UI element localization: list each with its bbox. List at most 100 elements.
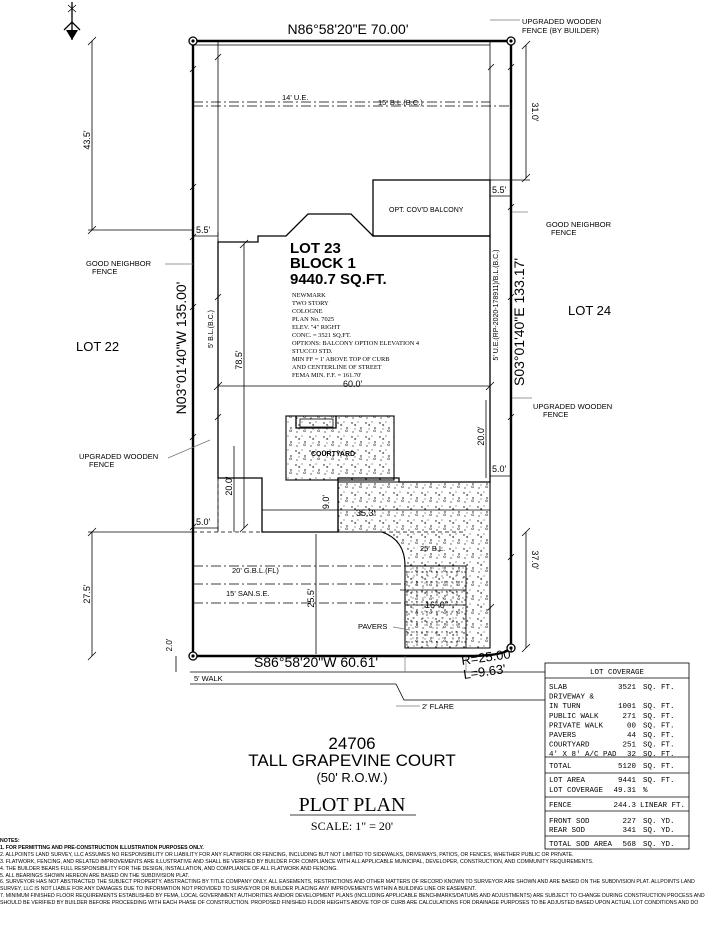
coverage-total-value: 5120 xyxy=(618,763,637,771)
coverage-row-unit: SQ. FT. xyxy=(643,684,675,692)
south-bearing: S86°58'20"W 60.61' xyxy=(254,654,378,670)
notes-block: NOTES: 1. FOR PERMITTING AND PRE-CONSTRU… xyxy=(0,838,727,907)
lot-boundary xyxy=(188,36,516,661)
adjacent-lot-left: LOT 22 xyxy=(76,339,119,354)
note-line: 3. FLATWORK, FENCING, AND RELATED IMPROV… xyxy=(0,858,594,865)
address-row: (50' R.O.W.) xyxy=(316,770,387,785)
coverage-total-unit: SQ. FT. xyxy=(643,763,675,771)
house-info-line: AND CENTERLINE OF STREET xyxy=(292,364,382,371)
house-info-line: PLAN No. 7025 xyxy=(292,316,334,323)
plot-plan-scale: SCALE: 1" = 20' xyxy=(311,819,393,833)
sod-total-label: TOTAL SOD AREA xyxy=(549,841,613,849)
dim-5-0-right: 5.0' xyxy=(492,464,507,474)
pavers-label: PAVERS xyxy=(358,622,387,631)
block-title: BLOCK 1 xyxy=(290,255,356,272)
house-info-line: OPTIONS: BALCONY OPTION ELEVATION 4 xyxy=(292,340,420,347)
upgraded-left-2: FENCE xyxy=(89,460,114,469)
rear-sod-value: 341 xyxy=(622,827,636,835)
house-info: NEWMARK TWO STORY COLOGNE PLAN No. 7025 … xyxy=(292,292,420,379)
note-line: 1. FOR PERMITTING AND PRE-CONSTRUCTION I… xyxy=(0,844,204,851)
lot-coverage-unit: % xyxy=(643,787,648,795)
house-info-line: NEWMARK xyxy=(292,292,326,299)
coverage-header: LOT COVERAGE xyxy=(590,669,645,677)
note-line: 4. THE BUILDER BEARS FULL RESPONSIBILITY… xyxy=(0,865,338,872)
note-line: 2. ALLPOINTS LAND SURVEY, LLC ASSUMES NO… xyxy=(0,851,574,858)
coverage-row-value: 271 xyxy=(622,713,636,721)
coverage-row-value: 3521 xyxy=(618,684,637,692)
east-bearing: S03°01'40"E 133.17' xyxy=(511,258,527,386)
dim-20-0-right: 20.0' xyxy=(476,426,486,446)
plot-plan-title: PLOT PLAN xyxy=(299,794,406,816)
lot-coverage-label: LOT COVERAGE xyxy=(549,787,604,795)
coverage-row-label: 4' X 8' A/C PAD xyxy=(549,751,617,759)
notes-header: NOTES: xyxy=(0,838,20,844)
front-sod-value: 227 xyxy=(622,818,636,826)
good-neighbor-left-2: FENCE xyxy=(92,267,117,276)
dim-78-5: 78.5' xyxy=(234,350,244,370)
house-info-line: COLOGNE xyxy=(292,308,323,315)
balcony-label: OPT. COV'D BALCONY xyxy=(389,207,464,214)
sod-total-unit: SQ. YD. xyxy=(643,841,675,849)
west-bearing: N03°01'40"W 135.00' xyxy=(173,282,189,415)
dim-25-5: 25.5' xyxy=(306,588,316,608)
lot-area-value: 9441 xyxy=(618,777,637,785)
dim-16-0: 16'-0" xyxy=(425,600,448,610)
coverage-row-value: 1001 xyxy=(618,703,637,711)
lot-area-label: LOT AREA xyxy=(549,777,586,785)
flare-label: 2' FLARE xyxy=(422,702,454,711)
coverage-row-value: 32 xyxy=(627,751,636,759)
san-15-label: 15' SAN.S.E. xyxy=(226,589,270,598)
coverage-summary: TOTAL 5120 SQ. FT. LOT AREA 9441 SQ. FT.… xyxy=(549,763,685,849)
house-info-line: TWO STORY xyxy=(292,300,329,307)
fence-top-label-1: UPGRADED WOODEN xyxy=(522,17,601,26)
fence-unit: LINEAR FT. xyxy=(640,802,685,810)
dim-37-0: 37.0' xyxy=(530,550,540,570)
address-street: TALL GRAPEVINE COURT xyxy=(248,751,456,770)
dim-5-5-left: 5.5' xyxy=(196,225,211,235)
address-number: 24706 xyxy=(328,734,375,753)
good-neighbor-right-2: FENCE xyxy=(551,228,576,237)
note-line: SHOULD BE VERIFIED BY BUILDER BEFORE PRO… xyxy=(0,900,699,907)
lot-coverage-table: LOT COVERAGE xyxy=(544,662,690,850)
dim-60-0: 60.0' xyxy=(343,379,363,389)
fence-top-label-2: FENCE (BY BUILDER) xyxy=(522,26,599,35)
courtyard-label: COURTYARD xyxy=(311,451,355,458)
coverage-row-label: PRIVATE WALK xyxy=(549,722,604,730)
dim-27-5: 27.5' xyxy=(82,584,92,604)
house-info-line: STUCCO STD. xyxy=(292,348,333,355)
coverage-row-label: DRIVEWAY & xyxy=(549,694,595,702)
fence-label: FENCE xyxy=(549,802,572,810)
house-info-line: MIN FF = 1' ABOVE TOP OF CURB xyxy=(292,356,390,363)
sod-total-value: 568 xyxy=(622,841,636,849)
house-info-line: FEMA MIN. F.F. = 161.70' xyxy=(292,372,361,379)
ue-right-label: 5' U.E.(RP-2020-178911)/B.L.(B.C.) xyxy=(493,250,500,361)
coverage-row-label: IN TURN xyxy=(549,703,581,711)
house-info-line: ELEV. "4" RIGHT xyxy=(292,324,340,331)
dim-9-0: 9.0' xyxy=(321,495,331,510)
good-neighbor-right-1: GOOD NEIGHBOR xyxy=(546,220,612,229)
upgraded-right-1: UPGRADED WOODEN xyxy=(533,402,612,411)
north-arrow-icon xyxy=(63,2,81,40)
coverage-row-value: 251 xyxy=(622,742,636,750)
house-info-line: CONC. = 3521 SQ.FT. xyxy=(292,332,351,339)
note-line: 6. SURVEYOR HAS NOT ABSTRACTED THE SUBJE… xyxy=(0,879,695,886)
dim-35-3: 35.3' xyxy=(356,508,376,518)
curve-length: L=9.63' xyxy=(462,661,506,682)
adjacent-lot-right: LOT 24 xyxy=(568,303,611,318)
dim-31-0: 31.0' xyxy=(530,102,540,122)
coverage-row-label: PUBLIC WALK xyxy=(549,713,599,721)
coverage-row-value: 44 xyxy=(627,732,637,740)
lot-area-unit: SQ. FT. xyxy=(643,777,675,785)
upgraded-right-2: FENCE xyxy=(543,410,568,419)
north-bearing: N86°58'20"E 70.00' xyxy=(287,21,408,37)
lot-area: 9440.7 SQ.FT. xyxy=(290,271,387,288)
coverage-row-unit: SQ. FT. xyxy=(643,713,675,721)
coverage-row-label: PAVERS xyxy=(549,732,577,740)
lot-title: LOT 23 xyxy=(290,240,341,257)
rear-sod-unit: SQ. YD. xyxy=(643,827,675,835)
coverage-row-unit: SQ. FT. xyxy=(643,703,675,711)
curve-radius: R=25.00' xyxy=(460,646,514,668)
coverage-row-unit: SQ. FT. xyxy=(643,732,675,740)
coverage-row-label: COURTYARD xyxy=(549,742,590,750)
